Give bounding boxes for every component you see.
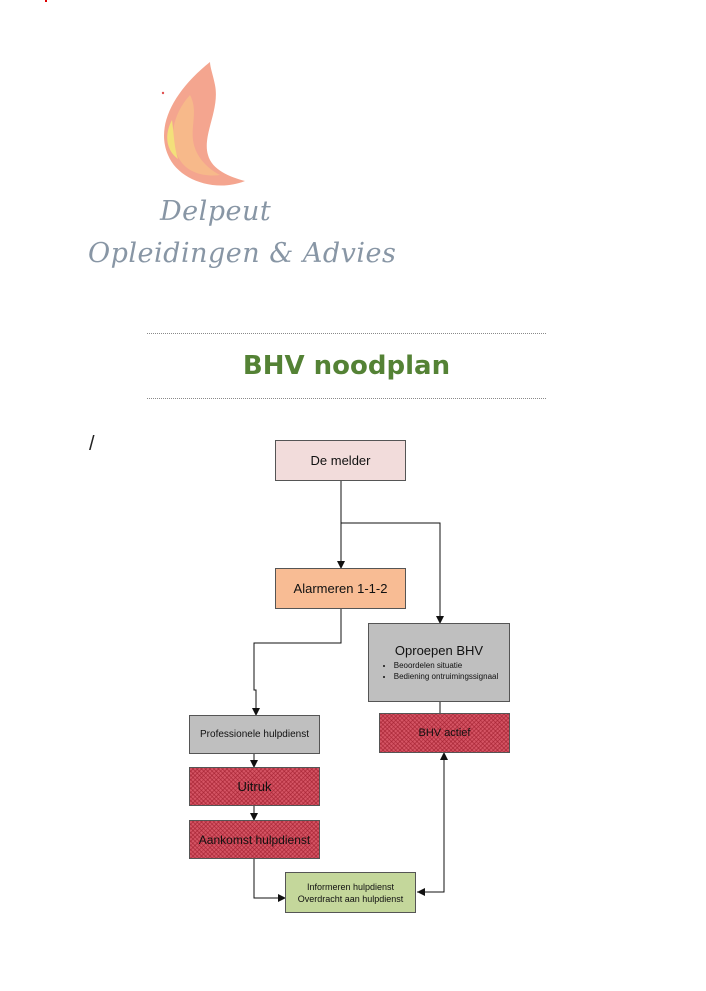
stray-mark: / xyxy=(89,433,95,455)
arrow-alarmeren-professionele xyxy=(252,609,342,716)
arrow-aankomst-informeren xyxy=(253,859,286,902)
brand-name-line1: Delpeut xyxy=(160,196,272,227)
page-title: BHV noodplan xyxy=(242,351,451,381)
node-informeren-hulpdienst: Informeren hulpdienst Overdracht aan hul… xyxy=(285,872,416,913)
node-uitruk-label: Uitruk xyxy=(237,779,272,794)
node-professionele-hulpdienst: Professionele hulpdienst xyxy=(189,715,320,754)
arrow-melder-oproepen xyxy=(341,522,444,624)
node-alarmeren-label: Alarmeren 1-1-2 xyxy=(293,581,388,596)
node-de-melder-label: De melder xyxy=(310,453,371,468)
node-oproepen-bhv: Oproepen BHV Beoordelen situatie Bedieni… xyxy=(368,623,510,702)
node-professionele-label: Professionele hulpdienst xyxy=(200,729,309,740)
node-informeren-line1: Informeren hulpdienst xyxy=(306,881,395,892)
node-oproepen-label: Oproepen BHV xyxy=(394,643,484,658)
title-banner: BHV noodplan xyxy=(147,333,546,399)
red-dot-mark xyxy=(45,0,47,2)
node-informeren-line2: Overdracht aan hulpdienst xyxy=(297,893,404,904)
arrow-informeren-bhvactief xyxy=(417,752,448,893)
bullet-item: Beoordelen situatie xyxy=(394,660,499,671)
node-bhv-actief-label: BHV actief xyxy=(418,727,471,739)
node-aankomst-hulpdienst: Aankomst hulpdienst xyxy=(189,820,320,859)
node-de-melder: De melder xyxy=(275,440,406,481)
node-uitruk: Uitruk xyxy=(189,767,320,806)
brand-name-line2: Opleidingen & Advies xyxy=(88,238,397,269)
node-oproepen-bullets: Beoordelen situatie Bediening ontruiming… xyxy=(380,660,499,682)
node-aankomst-label: Aankomst hulpdienst xyxy=(198,832,311,847)
flame-icon xyxy=(161,62,245,186)
node-bhv-actief: BHV actief xyxy=(379,713,510,753)
bullet-item: Bediening ontruimingssignaal xyxy=(394,671,499,682)
node-alarmeren: Alarmeren 1-1-2 xyxy=(275,568,406,609)
